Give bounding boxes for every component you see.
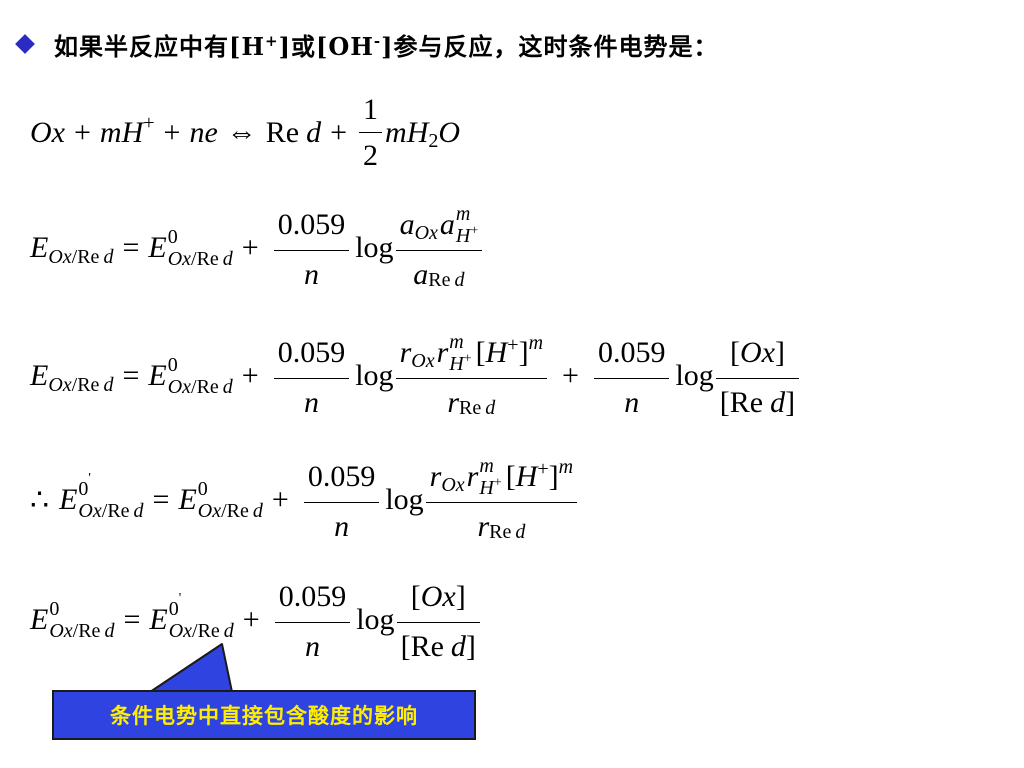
coefficient-fraction: 0.059 n xyxy=(273,204,350,292)
heading-text: 如果半反应中有[H+]或[OH-]参与反应，这时条件电势是： xyxy=(54,31,719,61)
slide-heading: 如果半反应中有[H+]或[OH-]参与反应，这时条件电势是： xyxy=(12,24,719,64)
callout-text: 条件电势中直接包含酸度的影响 xyxy=(110,704,418,728)
coefficient-fraction-2: 0.059 n xyxy=(593,332,670,420)
coefficient-fraction: 0.059 n xyxy=(303,456,380,544)
one-half-fraction: 1 2 xyxy=(359,92,383,173)
coefficient-fraction: 0.059 n xyxy=(274,576,351,664)
callout-box: 条件电势中直接包含酸度的影响 xyxy=(52,690,476,740)
coefficient-fraction: 0.059 n xyxy=(273,332,350,420)
